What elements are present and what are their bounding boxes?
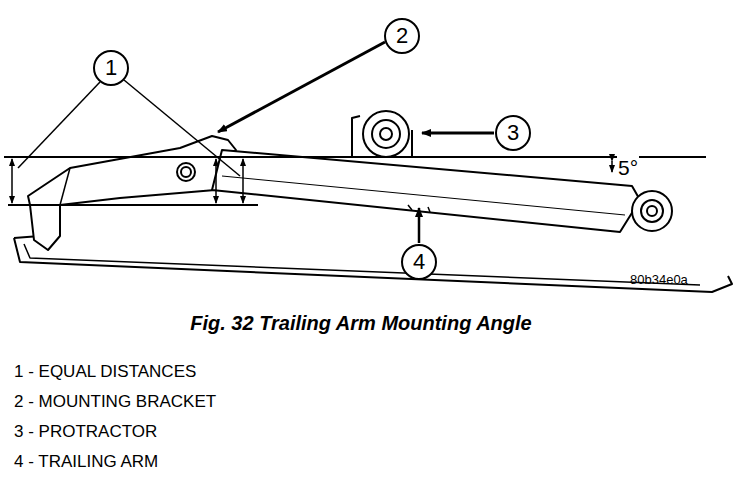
callout-number: 2 bbox=[396, 25, 408, 47]
callout-circle: 2 bbox=[384, 18, 420, 54]
callout-circle: 1 bbox=[93, 50, 129, 86]
legend-item: 4 - TRAILING ARM bbox=[14, 452, 158, 472]
callout-number: 1 bbox=[105, 57, 117, 79]
callout-circle: 4 bbox=[401, 244, 437, 280]
legend-item: 1 - EQUAL DISTANCES bbox=[14, 362, 196, 382]
angle-dimension: 5° bbox=[617, 156, 639, 180]
callout-circle: 3 bbox=[495, 115, 531, 151]
legend-item: 2 - MOUNTING BRACKET bbox=[14, 392, 216, 412]
callout-number: 4 bbox=[413, 251, 425, 273]
figure-code: 80b34e0a bbox=[630, 272, 688, 287]
legend-item: 3 - PROTRACTOR bbox=[14, 422, 157, 442]
callout-number: 3 bbox=[507, 122, 519, 144]
figure-caption: Fig. 32 Trailing Arm Mounting Angle bbox=[190, 312, 531, 335]
